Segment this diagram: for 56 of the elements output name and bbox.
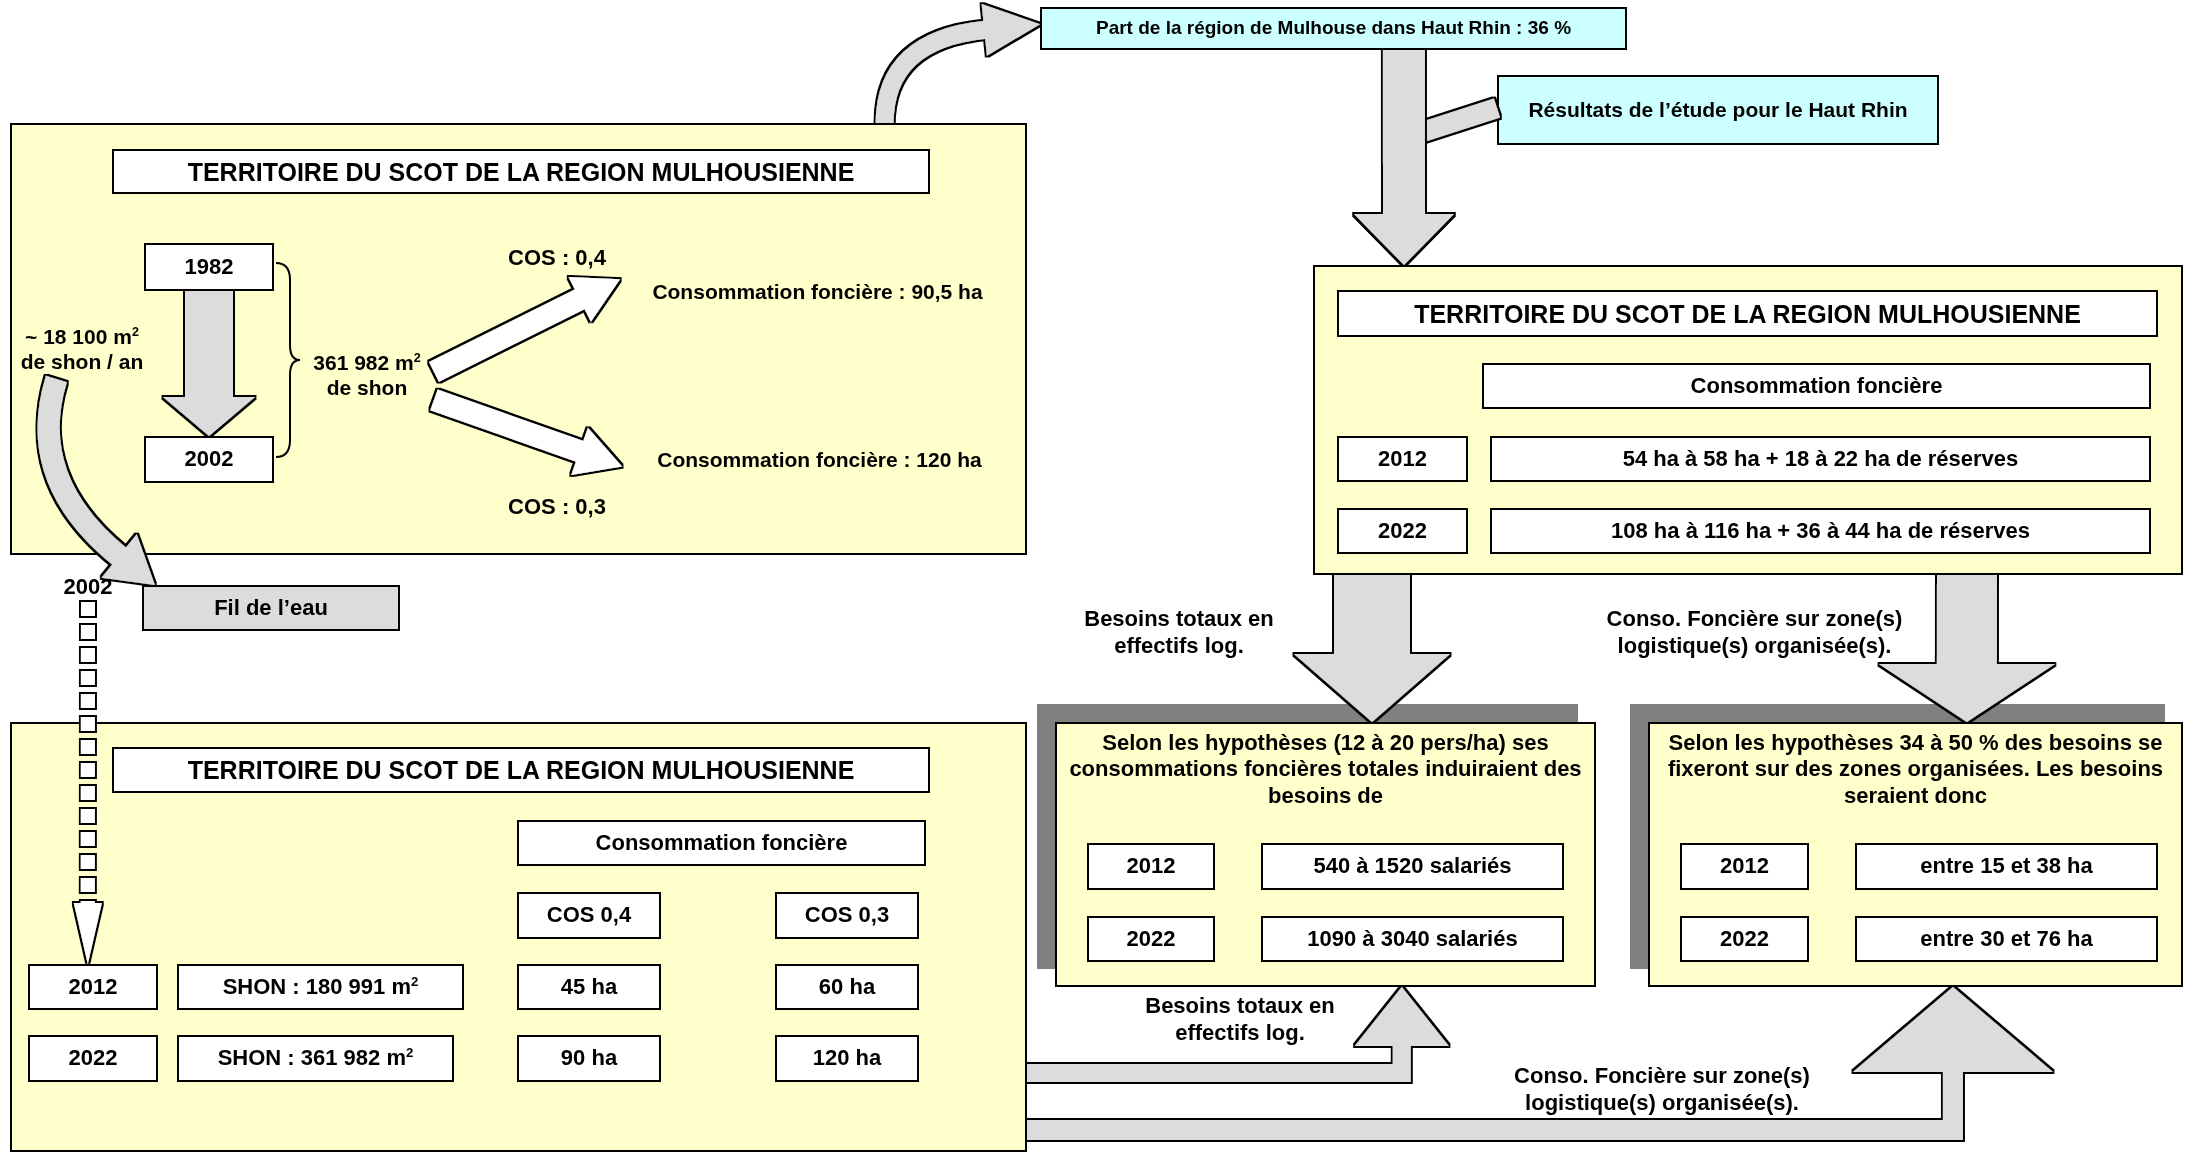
title-box: TERRITOIRE DU SCOT DE LA REGION MULHOUSIENNE <box>112 149 930 194</box>
edge-label: Besoins totaux en effectifs log. <box>1144 991 1336 1047</box>
info-box: Part de la région de Mulhouse dans Haut Rhin : 36 % <box>1040 7 1627 50</box>
panel-heading: Selon les hypothèses (12 à 20 pers/ha) ses consommations foncières totales induiraient des besoins de <box>1068 730 1583 810</box>
block-arrow <box>1027 987 1449 1082</box>
year-box: 2012 <box>28 964 158 1010</box>
value-box: 45 ha <box>517 964 661 1010</box>
value-box: 120 ha <box>775 1035 919 1082</box>
value-box: entre 15 et 38 ha <box>1855 843 2158 890</box>
year-box: 1982 <box>144 243 274 291</box>
year-box: 2012 <box>1680 843 1809 890</box>
value-box: SHON : 180 991 m$^{2}$ <box>177 964 464 1010</box>
annotation-text: Consommation foncière : 120 ha <box>622 444 1017 476</box>
panel <box>10 722 1027 1152</box>
annotation-text: ~ 18 100 m$^{2}$ de shon / an <box>18 319 146 379</box>
header-box: COS 0,3 <box>775 892 919 939</box>
block-arrow <box>163 291 255 436</box>
edge-label: COS : 0,3 <box>507 493 607 522</box>
year-box: 2022 <box>1087 916 1215 962</box>
value-box: 90 ha <box>517 1035 661 1082</box>
block-arrow <box>1354 50 1454 265</box>
year-box: 2012 <box>1337 436 1468 482</box>
header-box: Consommation foncière <box>517 820 926 866</box>
annotation-text: 361 982 m$^{2}$ de shon <box>300 344 434 406</box>
value-box: 1090 à 3040 salariés <box>1261 916 1564 962</box>
panel-heading: Selon les hypothèses 34 à 50 % des besoins se fixeront sur des zones organisées. Les besoins seraient donc <box>1666 730 2165 810</box>
edge-label: COS : 0,4 <box>507 244 607 273</box>
year-box: 2022 <box>1680 916 1809 962</box>
header-box: COS 0,4 <box>517 892 661 939</box>
value-box: entre 30 et 76 ha <box>1855 916 2158 962</box>
block-arrow <box>1294 575 1450 722</box>
block-arrow <box>430 389 622 475</box>
year-label: 2002 <box>50 572 126 602</box>
value-box: 108 ha à 116 ha + 36 à 44 ha de réserves <box>1490 508 2151 554</box>
title-box: TERRITOIRE DU SCOT DE LA REGION MULHOUSIENNE <box>1337 290 2158 337</box>
value-box: 60 ha <box>775 964 919 1010</box>
value-box: SHON : 361 982 m$^{2}$ <box>177 1035 454 1082</box>
block-arrow <box>1878 575 2055 722</box>
edge-label: Besoins totaux en effectifs log. <box>1083 604 1275 660</box>
scenario-box: Fil de l’eau <box>142 585 400 631</box>
year-box: 2022 <box>28 1035 158 1082</box>
panel <box>1313 265 2183 575</box>
block-arrow <box>1027 987 2053 1141</box>
edge-label: Conso. Foncière sur zone(s) logistique(s) organisée(s). <box>1513 1061 1811 1117</box>
panel <box>10 123 1027 555</box>
title-box: TERRITOIRE DU SCOT DE LA REGION MULHOUSIENNE <box>112 747 930 793</box>
year-box: 2012 <box>1087 843 1215 890</box>
edge-label: Conso. Foncière sur zone(s) logistique(s) organisée(s). <box>1605 604 1904 660</box>
value-box: 54 ha à 58 ha + 18 à 22 ha de réserves <box>1490 436 2151 482</box>
annotation-text: Consommation foncière : 90,5 ha <box>620 276 1015 308</box>
year-box: 2022 <box>1337 508 1468 554</box>
year-box: 2002 <box>144 436 274 483</box>
info-box: Résultats de l’étude pour le Haut Rhin <box>1497 75 1939 145</box>
header-box: Consommation foncière <box>1482 363 2151 409</box>
value-box: 540 à 1520 salariés <box>1261 843 1564 890</box>
block-arrow <box>429 276 620 382</box>
